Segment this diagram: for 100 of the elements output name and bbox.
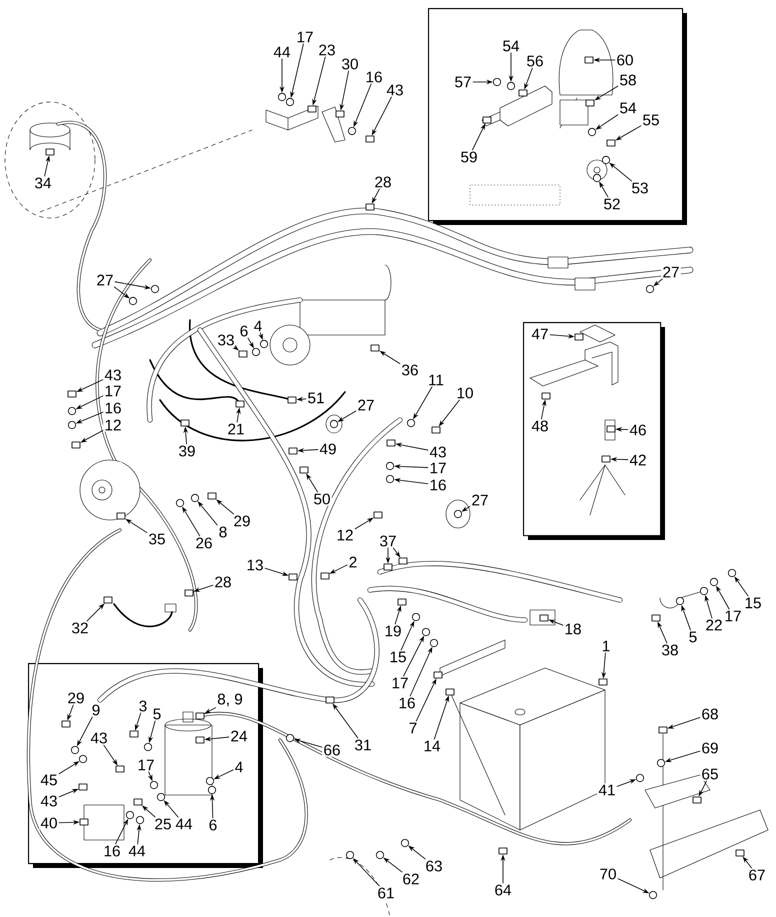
part-drawing	[700, 586, 708, 596]
callout-number: 46	[628, 423, 648, 437]
part-drawing	[376, 850, 384, 860]
part-drawing	[710, 578, 718, 586]
callout-number: 2	[347, 555, 359, 569]
part-drawing	[326, 696, 334, 704]
callout-number: 17	[103, 384, 123, 398]
callout-number: 25	[153, 817, 173, 831]
part-drawing	[136, 816, 144, 824]
part-drawing	[492, 78, 502, 86]
callout-number: 51	[306, 391, 326, 405]
callout-number: 62	[401, 872, 421, 886]
part-drawing	[72, 442, 80, 448]
part-drawing	[208, 786, 216, 794]
callout-number: 44	[272, 45, 292, 59]
callout-number: 23	[317, 43, 337, 57]
inset-panel	[428, 8, 687, 225]
callout-number: 34	[33, 176, 53, 190]
part-drawing	[598, 678, 608, 686]
part-drawing	[446, 688, 454, 696]
callout-number: 16	[102, 844, 122, 858]
callout-number: 55	[641, 113, 661, 127]
callout-number: 15	[388, 650, 408, 664]
callout-number: 12	[335, 528, 355, 542]
callout-number: 48	[530, 419, 550, 433]
callout-number: 43	[385, 83, 405, 97]
part-drawing	[308, 106, 316, 112]
callout-number: 27	[661, 265, 681, 279]
part-drawing	[116, 512, 126, 520]
part-drawing	[384, 564, 392, 570]
part-drawing	[252, 348, 260, 356]
part-drawing	[156, 792, 166, 802]
part-drawing	[150, 780, 158, 790]
callout-number: 31	[353, 738, 373, 752]
callout-number: 43	[89, 731, 109, 745]
callout-number: 63	[424, 859, 444, 873]
part-drawing	[260, 340, 268, 348]
callout-number: 4	[252, 319, 264, 333]
part-drawing	[498, 848, 508, 854]
part-drawing	[68, 420, 76, 430]
part-drawing	[652, 614, 660, 622]
callout-number: 19	[383, 624, 403, 638]
callout-number: 17	[723, 609, 743, 623]
callout-number: 27	[356, 398, 376, 412]
part-drawing	[68, 406, 76, 416]
callout-number: 69	[700, 741, 720, 755]
callout-number: 66	[322, 743, 342, 757]
callout-number: 16	[397, 696, 417, 710]
part-drawing	[592, 174, 602, 182]
part-drawing	[330, 420, 338, 428]
part-drawing	[184, 590, 194, 596]
callout-number: 15	[743, 596, 763, 610]
callout-number: 29	[232, 514, 252, 528]
callout-number: 16	[364, 70, 384, 84]
callout-number: 14	[422, 739, 442, 753]
part-drawing	[70, 746, 80, 754]
part-drawing	[374, 512, 382, 518]
part-drawing	[286, 98, 294, 106]
callout-number: 3	[137, 699, 149, 713]
part-drawing	[196, 712, 204, 720]
part-drawing	[176, 498, 184, 508]
callout-number: 27	[95, 273, 115, 287]
inset-panel	[523, 322, 665, 540]
part-drawing	[646, 284, 654, 294]
part-drawing	[400, 838, 410, 848]
part-drawing	[68, 390, 76, 398]
callout-number: 54	[501, 39, 521, 53]
callout-number: 61	[376, 886, 396, 900]
callout-number: 22	[704, 618, 724, 632]
part-drawing	[430, 638, 438, 648]
callout-number: 11	[426, 373, 446, 387]
part-drawing	[300, 466, 308, 474]
part-drawing	[370, 344, 380, 352]
part-drawing	[366, 136, 374, 142]
callout-number: 7	[407, 721, 419, 735]
callout-number: 64	[493, 883, 513, 897]
part-drawing	[434, 672, 442, 678]
part-drawing	[62, 720, 70, 728]
part-drawing	[588, 128, 596, 136]
part-drawing	[78, 754, 88, 764]
callout-number: 28	[373, 175, 393, 189]
callout-number: 43	[103, 368, 123, 382]
callout-number: 70	[598, 867, 618, 881]
callout-number: 12	[103, 418, 123, 432]
callout-number: 29	[66, 691, 86, 705]
callout-number: 5	[687, 630, 699, 644]
callout-number: 26	[194, 536, 214, 550]
callout-number: 28	[213, 575, 233, 589]
callout-number: 35	[147, 532, 167, 546]
part-drawing	[288, 396, 296, 404]
part-drawing	[286, 734, 294, 742]
part-drawing	[602, 456, 610, 462]
part-drawing	[288, 574, 298, 580]
callout-number: 40	[39, 816, 59, 830]
callout-number: 16	[428, 478, 448, 492]
part-drawing	[398, 558, 408, 564]
part-drawing	[130, 730, 138, 738]
callout-number: 6	[238, 324, 250, 338]
part-drawing	[128, 296, 138, 306]
callout-number: 1	[600, 639, 612, 653]
